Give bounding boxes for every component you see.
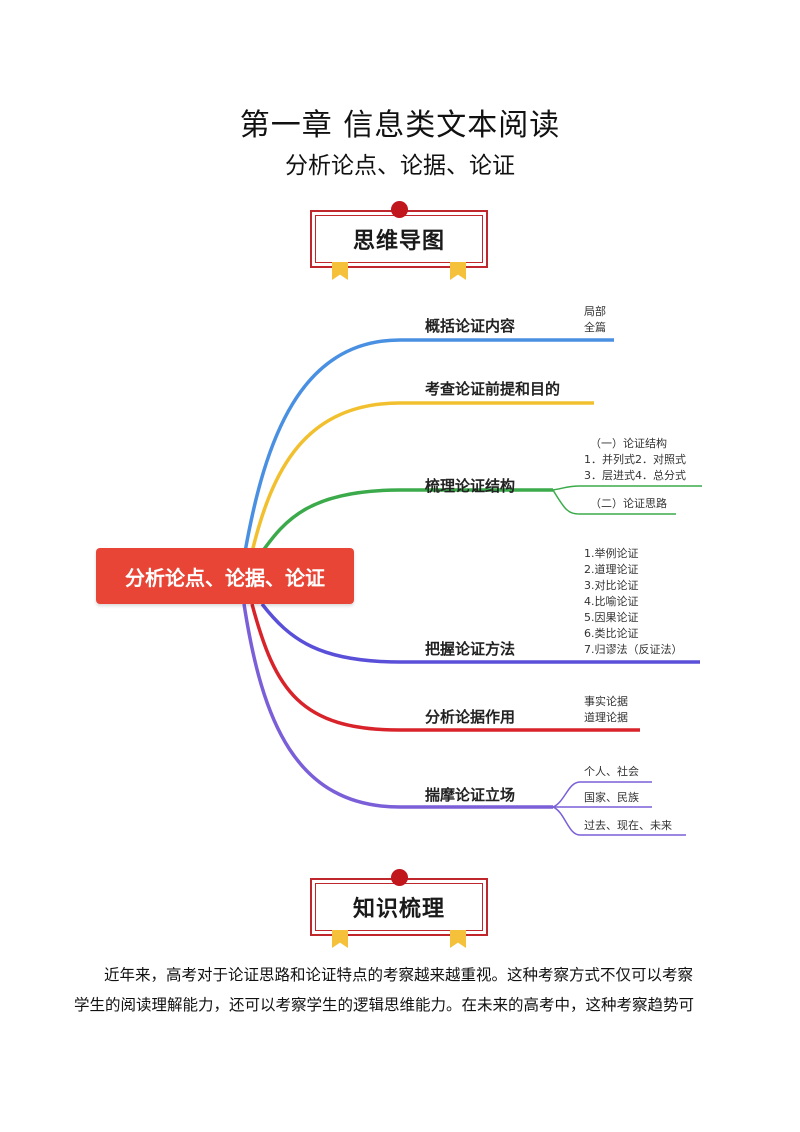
- mind-map: 分析论点、论据、论证 概括论证内容 局部 全篇 考查论证前提和目的 梳理论证结构…: [0, 290, 800, 850]
- leaf-4-6: 6.类比论证: [584, 627, 639, 640]
- body-paragraph-line-1: 近年来，高考对于论证思路和论证特点的考察越来越重视。这种考察方式不仅可以考察: [104, 966, 694, 984]
- page-subtitle: 分析论点、论据、论证: [285, 153, 515, 179]
- branch-line-1: [243, 338, 614, 553]
- branch-label-2: 考查论证前提和目的: [425, 380, 561, 398]
- leaf-4-2: 2.道理论证: [584, 563, 639, 576]
- leaf-1-1: 局部: [584, 305, 606, 318]
- banner-dot: [391, 869, 408, 886]
- leaf-3-3: 3．层进式4．总分式: [584, 469, 686, 482]
- leaf-5-2: 道理论据: [584, 711, 628, 724]
- leaf-line-6c: [552, 806, 686, 836]
- leaf-6-2: 国家、民族: [584, 791, 639, 804]
- ribbon-right: [450, 930, 466, 948]
- leaf-3-1: （一）论证结构: [590, 437, 667, 450]
- mind-map-center: 分析论点、论据、论证: [96, 548, 354, 604]
- branch-label-1: 概括论证内容: [425, 317, 516, 335]
- leaf-6-3: 过去、现在、未来: [584, 819, 672, 832]
- ribbon-right: [450, 262, 466, 280]
- leaf-4-1: 1.举例论证: [584, 547, 639, 560]
- mind-map-lines: [242, 338, 702, 836]
- banner-label: 思维导图: [315, 215, 483, 263]
- leaf-4-4: 4.比喻论证: [584, 595, 639, 608]
- branch-label-5: 分析论据作用: [425, 708, 516, 726]
- branch-line-6: [242, 603, 553, 809]
- branch-label-6: 揣摩论证立场: [425, 786, 516, 804]
- leaf-line-6a: [552, 781, 652, 808]
- branch-line-5: [250, 603, 640, 732]
- leaf-4-5: 5.因果论证: [584, 611, 639, 624]
- leaf-6-1: 个人、社会: [584, 765, 639, 778]
- branch-label-4: 把握论证方法: [425, 640, 516, 658]
- leaf-1-2: 全篇: [584, 321, 606, 334]
- banner-knowledge: 知识梳理: [310, 869, 488, 948]
- leaf-line-3b: [552, 489, 676, 515]
- leaf-3-2: 1．并列式2．对照式: [584, 453, 686, 466]
- page-title: 第一章 信息类文本阅读: [239, 108, 561, 143]
- ribbon-left: [332, 930, 348, 948]
- ribbon-left: [332, 262, 348, 280]
- leaf-4-7: 7.归谬法（反证法）: [584, 643, 683, 656]
- branch-label-3: 梳理论证结构: [425, 477, 516, 495]
- banner-dot: [391, 201, 408, 218]
- leaf-line-3a: [552, 485, 702, 491]
- branch-line-2: [250, 401, 594, 553]
- leaf-5-1: 事实论据: [584, 695, 628, 708]
- body-paragraph-line-2: 学生的阅读理解能力，还可以考察学生的逻辑思维能力。在未来的高考中，这种考察趋势可: [74, 996, 695, 1014]
- leaf-3-4: （二）论证思路: [590, 497, 667, 510]
- leaf-4-3: 3.对比论证: [584, 579, 639, 592]
- banner-label: 知识梳理: [315, 883, 483, 931]
- branch-line-3: [260, 488, 553, 554]
- branch-line-4: [260, 602, 700, 664]
- banner-mindmap: 思维导图: [310, 201, 488, 280]
